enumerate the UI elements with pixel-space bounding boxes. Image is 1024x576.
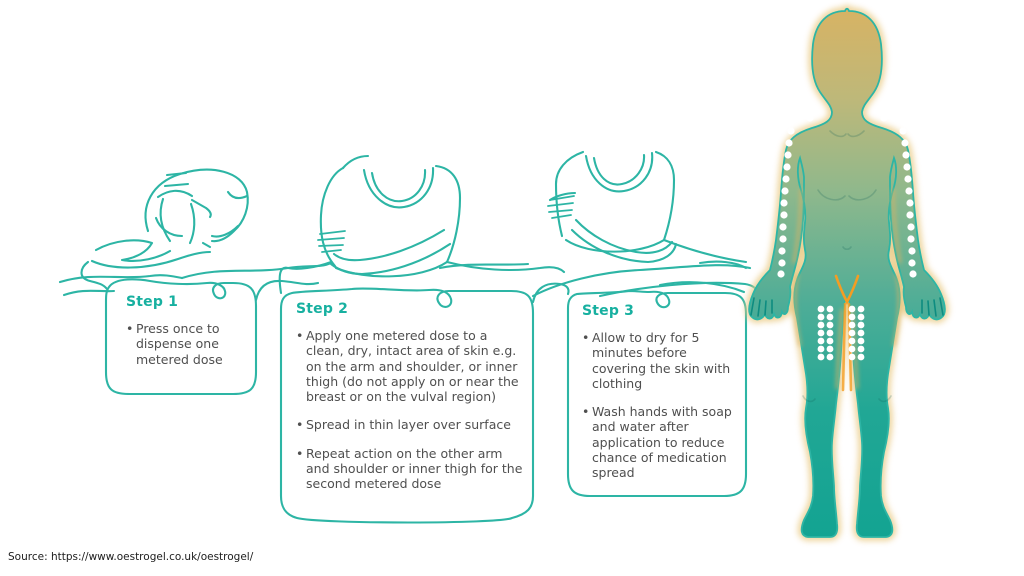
step-3-bullet: Allow to dry for 5 minutes before coveri… bbox=[582, 330, 734, 391]
source-attribution: Source: https://www.oestrogel.co.uk/oest… bbox=[8, 551, 254, 563]
step-2-bullet: Apply one metered dose to a clean, dry, … bbox=[296, 328, 524, 404]
step-3-bullet: Wash hands with soap and water after app… bbox=[582, 404, 734, 480]
step-3-card: Step 3 Allow to dry for 5 minutes before… bbox=[582, 303, 734, 480]
arm-application-dots bbox=[777, 114, 917, 278]
step-2-bullet: Repeat action on the other arm and shoul… bbox=[296, 446, 524, 492]
step-2-card: Step 2 Apply one metered dose to a clean… bbox=[296, 301, 524, 491]
step-2-bullet-list: Apply one metered dose to a clean, dry, … bbox=[296, 328, 524, 491]
step-3-bullet-list: Allow to dry for 5 minutes before coveri… bbox=[582, 330, 734, 480]
step-3-bubble bbox=[566, 289, 748, 498]
apply-to-arm-illustration bbox=[317, 154, 462, 278]
step-1-bullet-list: Press once to dispense one metered dose bbox=[126, 321, 244, 367]
step-2-bullet: Spread in thin layer over surface bbox=[296, 417, 524, 433]
thigh-application-dots bbox=[817, 305, 865, 361]
pump-dispenser-illustration bbox=[90, 168, 249, 269]
step-2-title: Step 2 bbox=[296, 301, 349, 317]
step-3-title: Step 3 bbox=[582, 303, 635, 319]
apply-to-shoulder-illustration bbox=[547, 150, 748, 264]
body-contours bbox=[802, 130, 892, 403]
step-1-bubble bbox=[104, 278, 258, 396]
hand-finger-lines bbox=[750, 297, 944, 317]
step-2-bubble bbox=[279, 287, 535, 524]
step-1-bullet: Press once to dispense one metered dose bbox=[126, 321, 244, 367]
step-1-title: Step 1 bbox=[126, 294, 179, 310]
body-figure bbox=[745, 5, 949, 541]
step-1-card: Step 1 Press once to dispense one metere… bbox=[126, 294, 244, 367]
